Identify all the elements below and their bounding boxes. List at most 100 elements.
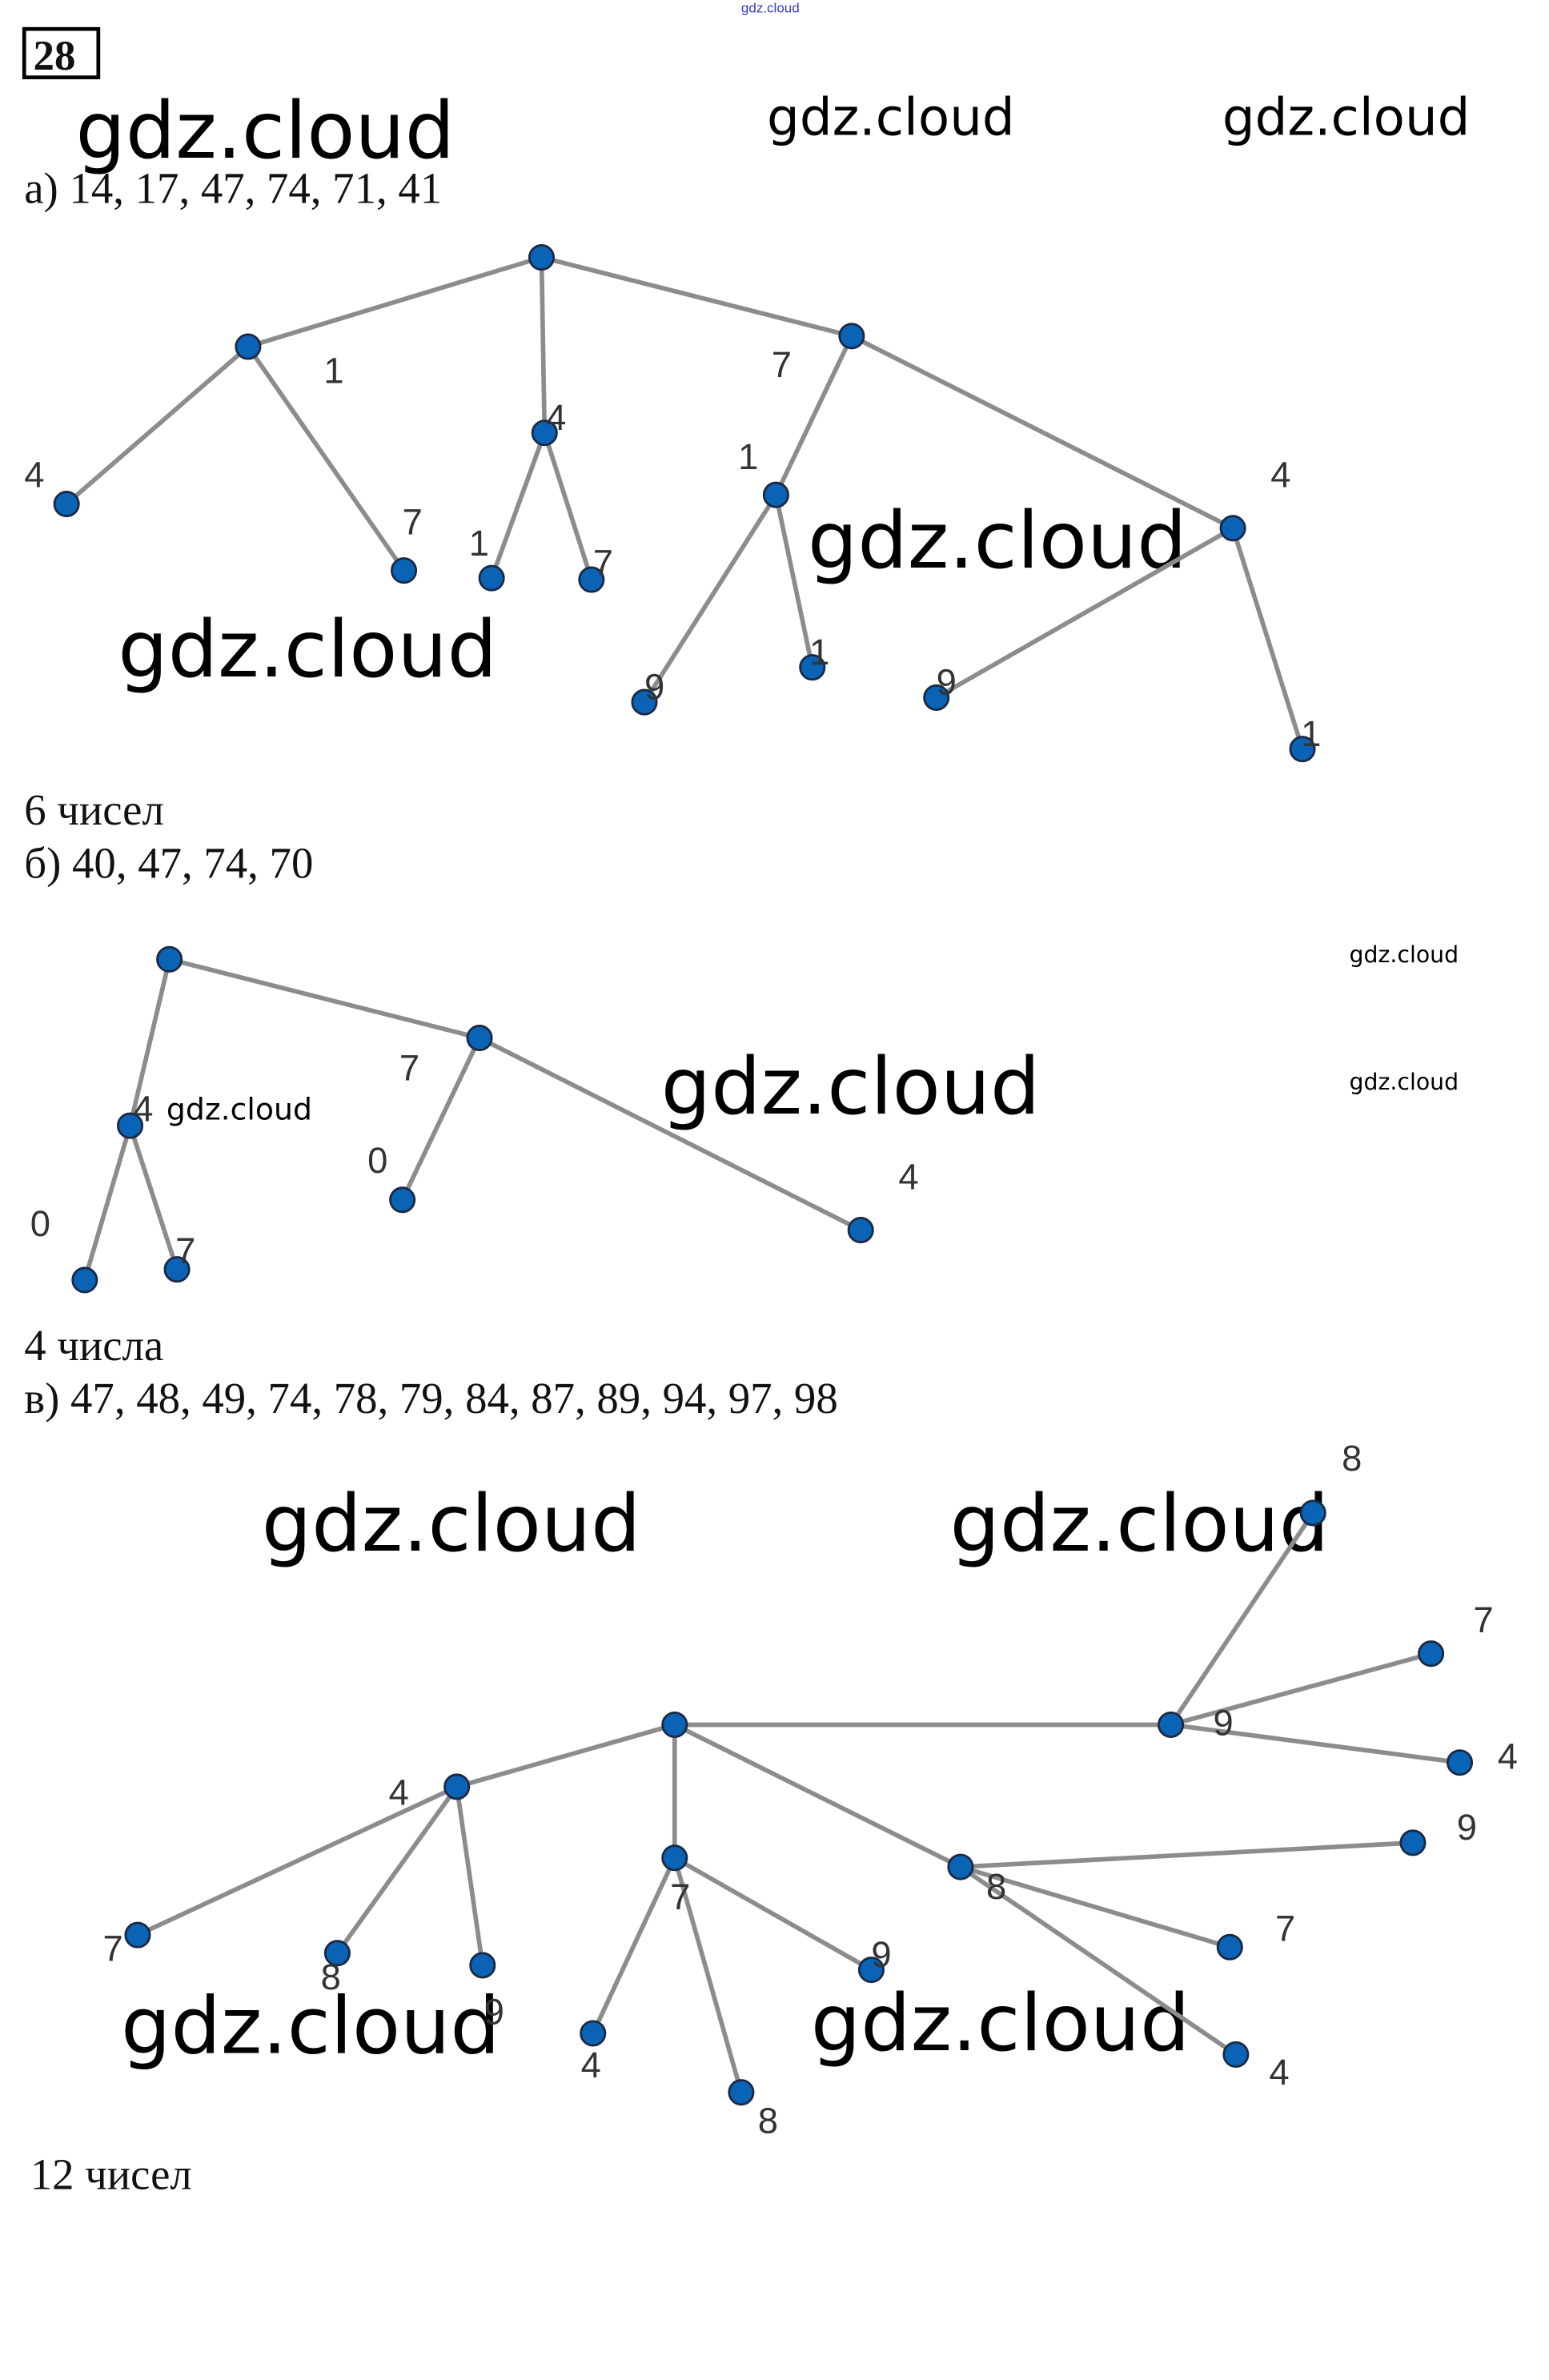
tree-node — [661, 1711, 688, 1739]
watermark: gdz.cloud — [1350, 1069, 1459, 1095]
node-digit-label: 0 — [367, 1140, 387, 1181]
tree-node — [466, 1025, 493, 1052]
watermark: gdz.cloud — [1222, 87, 1471, 147]
node-digit-label: 7 — [593, 542, 613, 583]
tree-edge — [960, 1864, 1231, 1949]
tree-node — [578, 566, 605, 593]
tree-edge — [673, 1856, 873, 1973]
node-digit-label: 8 — [986, 1866, 1006, 1907]
tree-node — [235, 333, 262, 360]
tree-node — [163, 1256, 191, 1283]
tree-node — [728, 2079, 755, 2106]
part-b-heading: б) 40, 47, 74, 70 — [24, 838, 313, 887]
tree-node — [323, 1940, 351, 1967]
node-digit-label: 9 — [1213, 1703, 1233, 1744]
tree-node — [947, 1853, 974, 1880]
node-digit-label: 4 — [1270, 455, 1290, 496]
node-digit-label: 7 — [1474, 1599, 1494, 1640]
node-digit-label: 7 — [1275, 1908, 1295, 1949]
tree-node — [1446, 1749, 1474, 1776]
watermark: gdz.cloud — [262, 1479, 641, 1570]
tree-node — [71, 1266, 98, 1294]
tree-node — [799, 654, 826, 681]
watermark: gdz.cloud — [811, 1978, 1190, 2069]
node-digit-label: 4 — [1269, 2052, 1289, 2093]
node-digit-label: 4 — [898, 1157, 918, 1198]
node-digit-label: 7 — [175, 1230, 195, 1271]
part-a-heading: а) 14, 17, 47, 74, 71, 41 — [24, 164, 442, 213]
tree-node — [762, 481, 789, 508]
node-digit-label: 7 — [772, 344, 792, 385]
tree-edge — [455, 1722, 676, 1789]
tree-node — [391, 557, 418, 584]
tree-node — [847, 1217, 874, 1244]
node-digit-label: 9 — [644, 666, 664, 707]
tree-edge — [642, 493, 778, 704]
node-digit-label: 4 — [1498, 1736, 1518, 1776]
tree-edge — [935, 526, 1234, 700]
part-c-result: 12 чисел — [30, 2150, 192, 2199]
node-digit-label: 9 — [937, 662, 957, 703]
watermark: gdz.cloud — [118, 604, 497, 696]
tree-edge — [672, 1857, 744, 2093]
watermark: gdz.cloud — [167, 1092, 312, 1127]
tree-node — [124, 1921, 151, 1949]
node-digit-label: 9 — [1457, 1807, 1477, 1848]
tree-node — [1219, 515, 1246, 542]
node-digit-label: 4 — [24, 455, 44, 496]
tree-node — [661, 1844, 688, 1872]
tree-edge — [246, 345, 406, 572]
node-digit-label: 9 — [484, 1992, 504, 2033]
tree-edge — [400, 1037, 482, 1202]
node-digit-label: 1 — [809, 632, 829, 672]
watermark: gdz.cloud — [808, 496, 1187, 587]
node-digit-label: 1 — [1301, 713, 1321, 754]
tree-edge — [127, 958, 172, 1126]
node-digit-label: 1 — [323, 350, 343, 391]
top-watermark: gdz.cloud — [741, 0, 800, 15]
tree-node — [1399, 1829, 1427, 1856]
tree-node — [156, 945, 183, 973]
tree-edge — [247, 255, 543, 349]
tree-edge — [1170, 1651, 1432, 1728]
node-digit-label: 1 — [738, 436, 758, 477]
tree-edge — [335, 1785, 459, 1955]
tree-edge — [673, 1722, 962, 1869]
tree-edge — [1169, 1511, 1315, 1727]
node-digit-label: 8 — [758, 2101, 778, 2141]
tree-edge — [168, 957, 480, 1041]
tree-edge — [960, 1840, 1414, 1869]
node-digit-label: 4 — [581, 2045, 601, 2085]
tree-node — [923, 684, 950, 711]
tree-edge — [454, 1786, 485, 1966]
node-digit-label: 4 — [389, 1772, 409, 1813]
tree-edge — [540, 255, 853, 339]
node-digit-label: 8 — [1342, 1438, 1362, 1479]
tree-edge — [539, 257, 548, 433]
tree-edge — [591, 1856, 677, 2035]
node-digit-label: 1 — [469, 523, 489, 564]
watermark: gdz.cloud — [767, 87, 1015, 147]
tree-node — [1216, 1933, 1243, 1961]
watermark: gdz.cloud — [1350, 941, 1459, 968]
tree-edge — [136, 1784, 458, 1937]
tree-node — [53, 491, 80, 518]
tree-edge — [850, 334, 1234, 531]
part-c-heading: в) 47, 48, 49, 74, 78, 79, 84, 87, 89, 9… — [24, 1374, 837, 1423]
tree-node — [838, 323, 865, 350]
tree-node — [580, 2020, 607, 2047]
tree-edge — [127, 1125, 179, 1270]
tree-edge — [478, 1036, 862, 1233]
tree-node — [1158, 1711, 1185, 1739]
watermark: gdz.cloud — [75, 86, 455, 177]
part-a-result: 6 чисел — [24, 785, 164, 834]
tree-node — [531, 419, 558, 447]
tree-edge — [542, 431, 594, 580]
node-digit-label: 7 — [399, 1048, 419, 1089]
tree-node — [631, 688, 658, 716]
tree-node — [469, 1952, 496, 1979]
tree-node — [1418, 1640, 1445, 1668]
watermark: gdz.cloud — [661, 1042, 1041, 1133]
